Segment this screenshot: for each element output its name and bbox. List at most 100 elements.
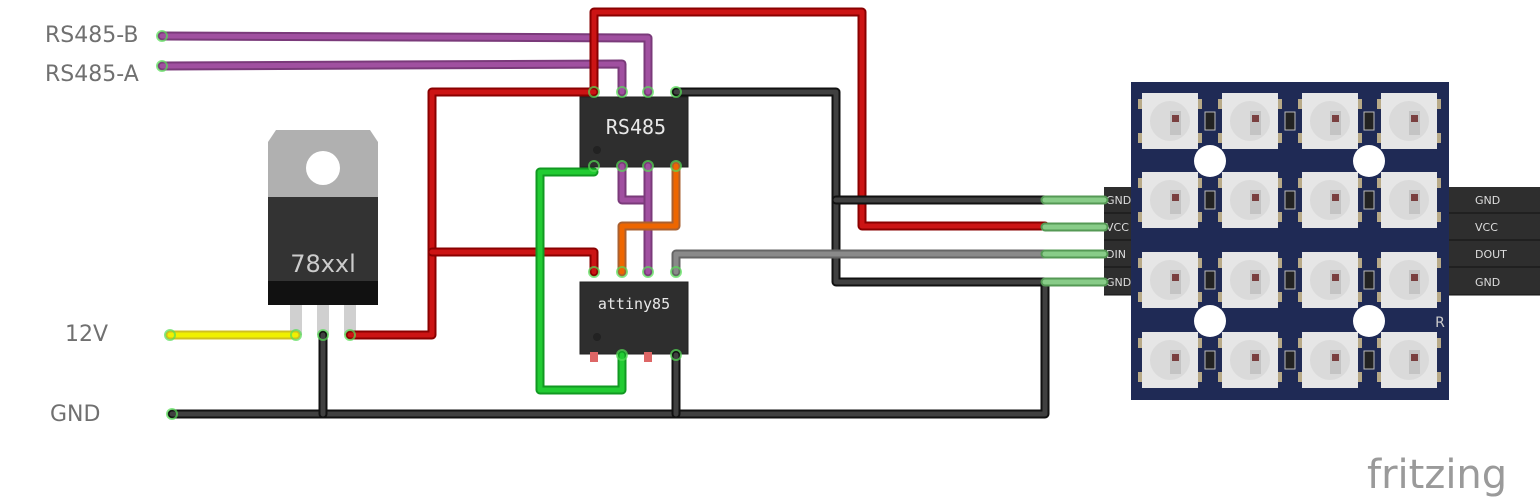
connector-pin[interactable] bbox=[670, 266, 682, 278]
wire-gnd-main-core bbox=[169, 279, 1048, 417]
unused-pin bbox=[590, 352, 598, 362]
label-gnd: GND bbox=[50, 402, 100, 427]
connector-pin[interactable] bbox=[588, 266, 600, 278]
wire-rs485-a-core bbox=[159, 61, 625, 95]
resistor bbox=[1363, 350, 1375, 370]
pin1-dot bbox=[593, 146, 601, 154]
connector-pin[interactable] bbox=[344, 329, 356, 341]
connector-pin[interactable] bbox=[616, 266, 628, 278]
resistor bbox=[1284, 190, 1296, 210]
pin-label-right: DOUT bbox=[1475, 248, 1507, 261]
unused-pin bbox=[644, 352, 652, 362]
wire-vcc-matrix-core bbox=[591, 9, 1048, 229]
left-header bbox=[1104, 187, 1132, 295]
resistor bbox=[1204, 190, 1216, 210]
connector-pin[interactable] bbox=[166, 408, 178, 420]
led bbox=[1377, 172, 1441, 228]
wire-green[interactable] bbox=[535, 167, 627, 395]
connector-pin[interactable] bbox=[616, 349, 628, 361]
wire-vcc-rs485[interactable] bbox=[345, 87, 599, 340]
led bbox=[1218, 93, 1282, 149]
attiny85-chip[interactable]: attiny85 bbox=[579, 281, 689, 362]
pin-label-right: VCC bbox=[1475, 221, 1498, 234]
connector-pin[interactable] bbox=[317, 329, 329, 341]
resistor bbox=[1363, 190, 1375, 210]
pin-label-left: DIN bbox=[1106, 248, 1126, 261]
led bbox=[1298, 252, 1362, 308]
led bbox=[1138, 172, 1202, 228]
resistor bbox=[1363, 111, 1375, 131]
connector-pin[interactable] bbox=[670, 160, 682, 172]
connector-pin[interactable] bbox=[588, 86, 600, 98]
connector-pin[interactable] bbox=[642, 86, 654, 98]
mount-hole bbox=[306, 151, 340, 185]
led bbox=[1298, 93, 1362, 149]
regulator-base bbox=[268, 281, 378, 305]
pin-label-right: GND bbox=[1475, 194, 1500, 207]
right-header bbox=[1449, 187, 1540, 295]
led bbox=[1218, 252, 1282, 308]
connector-pin[interactable] bbox=[588, 160, 600, 172]
resistor bbox=[1284, 111, 1296, 131]
connector-pin[interactable] bbox=[616, 160, 628, 172]
mount-hole bbox=[1194, 145, 1226, 177]
rs485-label: RS485 bbox=[606, 115, 666, 139]
resistor bbox=[1204, 350, 1216, 370]
led bbox=[1377, 93, 1441, 149]
connector-pin[interactable] bbox=[670, 86, 682, 98]
label-rs485-a: RS485-A bbox=[45, 62, 139, 87]
voltage-regulator[interactable]: 78xxl bbox=[268, 130, 378, 335]
resistor bbox=[1284, 350, 1296, 370]
led bbox=[1218, 172, 1282, 228]
pin-label-left: GND bbox=[1106, 276, 1131, 289]
mount-hole bbox=[1194, 305, 1226, 337]
led bbox=[1138, 93, 1202, 149]
connector-pin[interactable] bbox=[642, 160, 654, 172]
resistor bbox=[1204, 270, 1216, 290]
label-rs485-b: RS485-B bbox=[45, 23, 139, 48]
pin1-dot bbox=[593, 333, 601, 341]
wires bbox=[156, 7, 1109, 420]
pin-label-left: VCC bbox=[1106, 221, 1129, 234]
pin-label-left: GND bbox=[1106, 194, 1131, 207]
connector-pin[interactable] bbox=[670, 349, 682, 361]
connector-pin[interactable] bbox=[156, 60, 168, 72]
wire-data[interactable] bbox=[671, 249, 1050, 277]
registered-mark: R bbox=[1435, 315, 1445, 331]
wire-vcc-rs485-core bbox=[347, 89, 597, 338]
attiny85-label: attiny85 bbox=[598, 295, 670, 313]
connector-pin[interactable] bbox=[642, 266, 654, 278]
led bbox=[1138, 332, 1202, 388]
wire-rs485-b-core bbox=[159, 33, 651, 95]
connector-pin[interactable] bbox=[616, 86, 628, 98]
rs485-chip[interactable]: RS485 bbox=[579, 96, 689, 168]
led bbox=[1377, 332, 1441, 388]
led-matrix[interactable]: R GND VCC DIN GND GND VCC DOUT GND bbox=[1104, 82, 1540, 400]
wire-vcc-attiny[interactable] bbox=[427, 247, 599, 277]
attiny85-body bbox=[579, 281, 689, 355]
led bbox=[1298, 332, 1362, 388]
fritzing-logo: fritzing bbox=[1367, 452, 1507, 498]
resistor bbox=[1204, 111, 1216, 131]
connector-pin[interactable] bbox=[156, 30, 168, 42]
wire-gnd-rs485-core bbox=[673, 89, 1048, 285]
led bbox=[1218, 332, 1282, 388]
led bbox=[1298, 172, 1362, 228]
regulator-label: 78xxl bbox=[290, 250, 356, 278]
pin-label-right: GND bbox=[1475, 276, 1500, 289]
resistor bbox=[1284, 270, 1296, 290]
mount-hole bbox=[1353, 305, 1385, 337]
wire-purple-bridge-core bbox=[619, 163, 651, 203]
mount-hole bbox=[1353, 145, 1385, 177]
wire-green-core bbox=[537, 169, 625, 393]
wire-orange-core bbox=[619, 163, 679, 275]
connector-pin[interactable] bbox=[164, 329, 176, 341]
connector-pin[interactable] bbox=[290, 329, 302, 341]
led bbox=[1138, 252, 1202, 308]
resistor bbox=[1363, 270, 1375, 290]
wire-vcc-attiny-core bbox=[429, 249, 597, 275]
regulator-body bbox=[268, 197, 378, 283]
label-12v: 12V bbox=[65, 322, 108, 347]
led bbox=[1377, 252, 1441, 308]
